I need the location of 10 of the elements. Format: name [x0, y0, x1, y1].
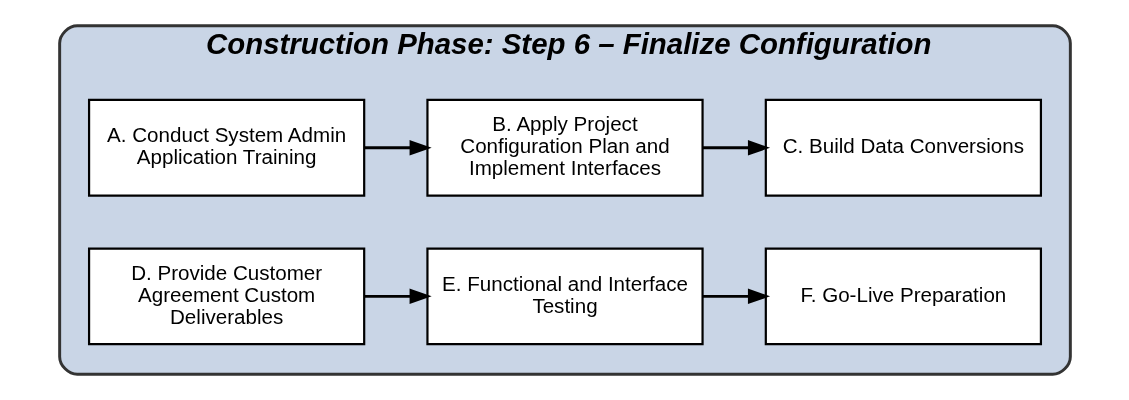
node-box: B. Apply Project Configuration Plan and Implement Interfaces	[425, 98, 704, 197]
node-box: E. Functional and Interface Testing	[425, 247, 704, 346]
node-box: C. Build Data Conversions	[764, 98, 1042, 197]
arrow	[364, 288, 432, 305]
arrow	[702, 140, 770, 156]
arrow	[702, 288, 770, 305]
arrow	[364, 140, 432, 156]
node-box: D. Provide Customer Agreement Custom Deliverables	[87, 247, 365, 346]
node-box: F. Go-Live Preparation	[764, 247, 1042, 346]
node-box: A. Conduct System Admin Application Training	[87, 98, 365, 197]
